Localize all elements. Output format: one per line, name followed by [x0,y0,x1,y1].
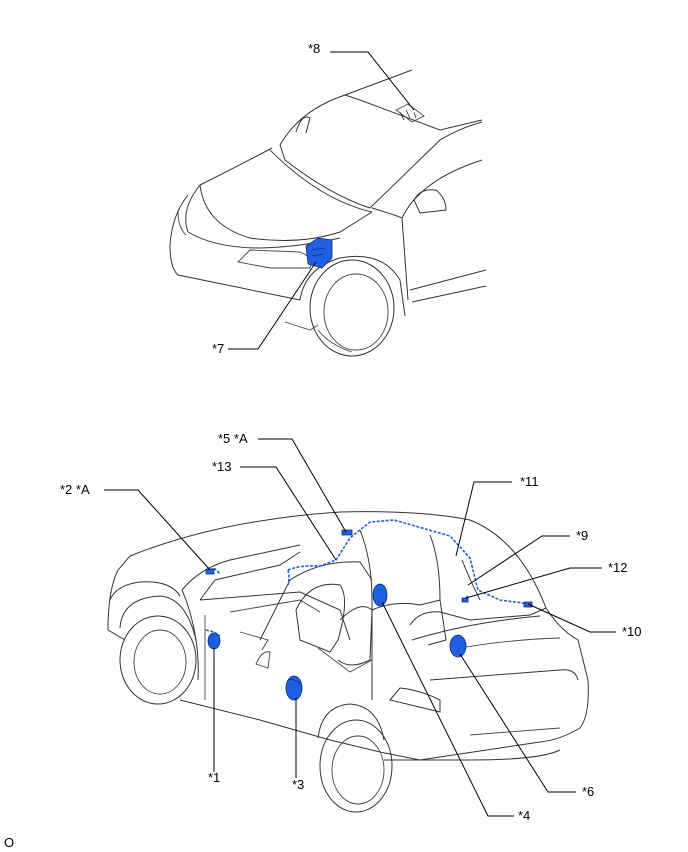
label-12: *12 [608,560,628,575]
label-11: *11 [520,474,539,489]
label-5: *5 *A [218,431,248,446]
part-7-module [305,237,333,269]
label-8: *8 [308,41,320,56]
label-2: *2 *A [60,482,90,497]
label-13: *13 [212,459,232,474]
part-6-speaker [449,634,467,658]
part-12-connector [461,597,469,603]
label-4: *4 [518,808,530,823]
front-car-view [169,69,487,357]
part-5-connector [341,529,353,536]
label-10: *10 [622,624,642,639]
part-1-speaker [207,632,221,650]
figure-code: O [4,835,14,850]
interior-car-view [107,511,589,813]
label-9: *9 [576,528,588,543]
label-1: *1 [208,770,220,785]
label-7: *7 [212,341,224,356]
label-3: *3 [292,777,304,792]
label-6: *6 [582,784,594,799]
part-2-connector [205,568,215,575]
part-4-speaker [372,583,388,607]
